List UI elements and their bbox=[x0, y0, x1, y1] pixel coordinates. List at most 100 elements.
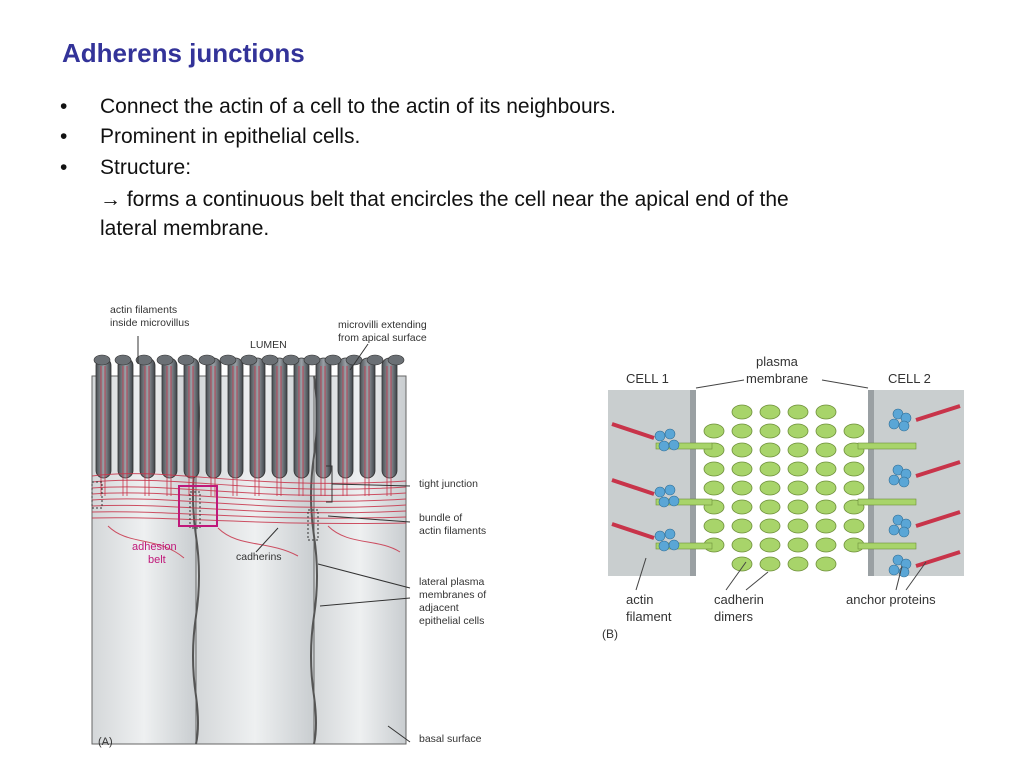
microvillus-tip bbox=[177, 354, 195, 366]
anchor-protein bbox=[898, 420, 910, 432]
cadherin-domain bbox=[703, 423, 725, 439]
figure-b-cadherin-diagram: CELL 1 CELL 2 plasma membrane actin fila… bbox=[602, 354, 964, 641]
actin-bundle bbox=[91, 473, 407, 559]
microvillus-tip bbox=[366, 354, 384, 366]
cadherin-domain bbox=[759, 442, 781, 458]
cadherin-domain bbox=[731, 404, 753, 420]
cadherin-domain bbox=[815, 423, 837, 439]
microvillus-tip bbox=[282, 354, 300, 366]
anchor-protein bbox=[668, 495, 680, 507]
leader-lines bbox=[635, 379, 927, 591]
anchor-protein bbox=[898, 526, 910, 538]
cadherin-domain bbox=[731, 480, 753, 496]
cadherin-domain bbox=[815, 442, 837, 458]
microvillus bbox=[249, 357, 266, 496]
cadherin-dimers bbox=[655, 404, 917, 572]
anchor-protein bbox=[888, 474, 900, 486]
cadherin-domain bbox=[759, 518, 781, 534]
label-plasma-membrane: membrane bbox=[746, 371, 808, 386]
label-bundle: actin filaments bbox=[419, 525, 486, 537]
label-basal-surface: basal surface bbox=[419, 733, 482, 745]
microvillus bbox=[271, 357, 288, 496]
anchor-protein bbox=[888, 564, 900, 576]
anchor-protein bbox=[888, 418, 900, 430]
label-lateral-membranes: membranes of bbox=[419, 589, 486, 601]
label-actin-filaments: actin filaments bbox=[110, 304, 177, 316]
label-lateral-membranes: adjacent bbox=[419, 602, 459, 614]
cadherin-stalk bbox=[857, 542, 917, 550]
cadherin-domain bbox=[731, 556, 753, 572]
cadherin-domain bbox=[787, 404, 809, 420]
sub-text: → forms a continuous belt that encircles… bbox=[60, 186, 980, 243]
anchor-protein bbox=[654, 530, 666, 542]
cadherin-domain bbox=[759, 480, 781, 496]
actin-filament bbox=[611, 522, 655, 540]
label-microvilli: from apical surface bbox=[338, 332, 427, 344]
anchor-protein bbox=[654, 430, 666, 442]
cadherin-domain bbox=[815, 499, 837, 515]
cadherin-domain bbox=[815, 480, 837, 496]
bullet-item: • Structure: bbox=[60, 153, 980, 182]
cadherin-domain bbox=[815, 404, 837, 420]
microvillus-tip bbox=[261, 354, 279, 366]
cadherin-domain bbox=[787, 480, 809, 496]
cadherin-domain bbox=[731, 423, 753, 439]
microvillus bbox=[337, 357, 354, 496]
label-microvilli: microvilli extending bbox=[338, 319, 427, 331]
bullet-symbol: • bbox=[60, 95, 68, 118]
microvillus-tip bbox=[219, 354, 237, 366]
label-cadherin-dimers: dimers bbox=[714, 609, 754, 624]
label-anchor-proteins: anchor proteins bbox=[846, 592, 936, 607]
anchor-protein bbox=[668, 439, 680, 451]
cadherin-domain bbox=[759, 537, 781, 553]
anchor-protein bbox=[664, 528, 676, 540]
cadherin-domain bbox=[843, 518, 865, 534]
cadherin-domain bbox=[815, 461, 837, 477]
cadherin-domain bbox=[787, 556, 809, 572]
cadherin-domain bbox=[703, 480, 725, 496]
microvillus bbox=[205, 357, 222, 496]
anchor-protein bbox=[658, 540, 670, 552]
slide-title: Adherens junctions bbox=[62, 38, 305, 68]
bullet-text: Structure: bbox=[100, 155, 192, 179]
cadherin-domain bbox=[787, 442, 809, 458]
actin-filament bbox=[915, 404, 961, 422]
bullet-symbol: • bbox=[60, 125, 68, 149]
cadherin-stalk bbox=[655, 442, 713, 450]
cadherin-domain bbox=[703, 518, 725, 534]
bullet-text: Prominent in epithelial cells. bbox=[100, 125, 361, 149]
cadherin-domain bbox=[731, 518, 753, 534]
label-cadherin-dimers: cadherin bbox=[714, 592, 764, 607]
cadherin-stalk bbox=[857, 498, 917, 506]
microvillus-tip bbox=[324, 354, 342, 366]
cadherin-domain bbox=[787, 518, 809, 534]
anchor-protein bbox=[658, 440, 670, 452]
label-plasma-membrane: plasma bbox=[756, 354, 799, 369]
microvillus-tip bbox=[303, 354, 321, 366]
label-lateral-membranes: lateral plasma bbox=[419, 576, 485, 588]
label-lateral-membranes: epithelial cells bbox=[419, 615, 484, 627]
bullet-item: • Prominent in epithelial cells. bbox=[60, 122, 980, 151]
label-lumen: LUMEN bbox=[250, 339, 287, 351]
actin-filament bbox=[915, 550, 961, 568]
leader-lines bbox=[137, 336, 411, 743]
microvillus-tip bbox=[387, 354, 405, 366]
actin-filament bbox=[915, 510, 961, 528]
cadherin-stalk bbox=[857, 442, 917, 450]
anchor-protein bbox=[664, 484, 676, 496]
cadherin-domain bbox=[787, 499, 809, 515]
cadherin-domain bbox=[759, 499, 781, 515]
cadherin-domain bbox=[731, 442, 753, 458]
label-tight-junction: tight junction bbox=[419, 478, 478, 490]
panel-label-b: (B) bbox=[602, 627, 618, 641]
microvilli bbox=[93, 354, 405, 496]
cadherin-domain bbox=[759, 423, 781, 439]
cadherin-domain bbox=[815, 537, 837, 553]
cadherin-domain bbox=[843, 480, 865, 496]
cadherin-domain bbox=[843, 461, 865, 477]
bullet-text: Connect the actin of a cell to the actin… bbox=[100, 95, 616, 118]
bullet-list: • Connect the actin of a cell to the act… bbox=[60, 92, 980, 243]
label-cell2: CELL 2 bbox=[888, 371, 931, 386]
microvillus-tip bbox=[114, 354, 132, 366]
cadherin-domain bbox=[759, 404, 781, 420]
